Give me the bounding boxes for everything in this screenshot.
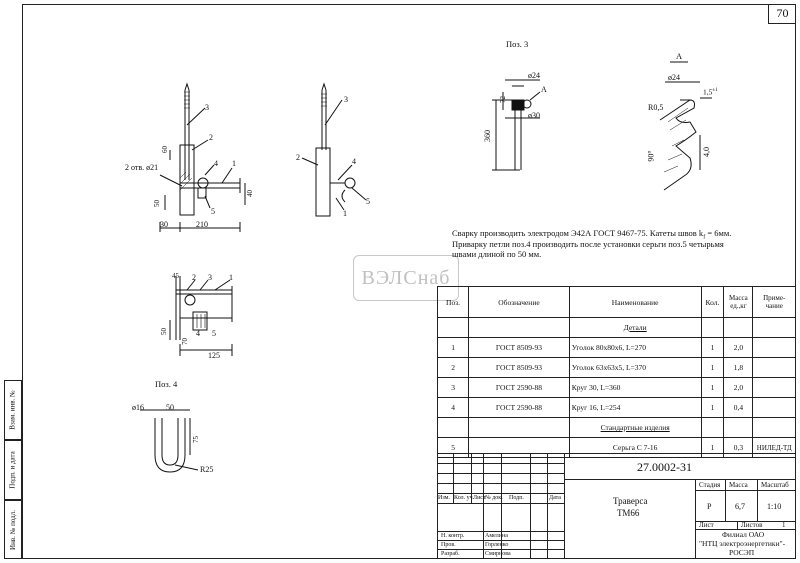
top-d70: 70 (181, 338, 189, 345)
pos4-d16: ø16 (132, 403, 144, 412)
note-line-2: Приварку петли поз.4 производить после у… (452, 239, 724, 249)
top-d45: 45 (172, 272, 179, 280)
stage-value: Р (707, 502, 712, 511)
assembly-label-3: 3 (205, 103, 209, 112)
page-number: 70 (768, 4, 796, 24)
col-izm: Изм. (438, 495, 450, 501)
sheet-label: Лист (699, 521, 714, 529)
doc-name-line2: ТМ66 (617, 508, 640, 518)
assembly-d30: 30 (160, 220, 168, 229)
side-strip: Взам. инв. № Подп. и дата Инв. № подл. (4, 380, 22, 559)
sheets-value: 1 (782, 521, 786, 529)
title-block: 27.0002-31 Траверса ТМ66 Стадия Масса Ма… (437, 453, 796, 559)
spec-header-note: Приме-чание (752, 286, 796, 318)
top-d50: 50 (160, 328, 168, 335)
watermark-logo: ВЭЛСнаб (353, 255, 459, 301)
assembly-label-2: 2 (209, 133, 213, 142)
spec-section-standard: Стандартные изделия (436, 417, 796, 438)
spec-header-mass: Масса ед.,кг (723, 286, 754, 318)
org-line3: РОСЭП (729, 548, 755, 557)
pos3-title: Поз. 3 (506, 39, 529, 49)
pos3-h360: 360 (483, 130, 492, 142)
role-prov: Пров. (441, 542, 456, 548)
side-label-3: 3 (344, 95, 348, 104)
assembly-holes: 2 отв. ø21 (125, 163, 159, 172)
name-razrab: Смирнова (485, 551, 511, 557)
scale-label: Масштаб (761, 481, 789, 489)
doc-name-line1: Траверса (613, 496, 648, 506)
role-razrab: Разраб. (441, 551, 460, 557)
side-inv: Инв. № подл. (4, 500, 22, 559)
spec-section-details: Детали (436, 317, 796, 338)
spec-header-qty: Кол. (700, 286, 725, 318)
org-line1: Филиал ОАО (722, 530, 765, 539)
col-podp: Подп. (509, 495, 524, 501)
detail-a-15: 1,5±1 (703, 87, 718, 97)
detail-a-d24: ø24 (668, 73, 680, 82)
detail-a-40: 4,0 (702, 147, 711, 157)
pos4-title: Поз. 4 (155, 379, 178, 389)
mass-value: 6,7 (735, 502, 745, 511)
name-prov: Горленко (485, 542, 509, 548)
side-vzam: Взам. инв. № (4, 380, 22, 440)
pos3-h72: 72 (499, 96, 507, 103)
role-nkontr: Н. контр. (441, 533, 465, 539)
pos4-r25: R25 (200, 465, 214, 474)
detail-a-title: A (676, 51, 683, 61)
assembly-d60: 60 (161, 146, 169, 153)
doc-number: 27.0002-31 (637, 460, 692, 474)
detail-a-r05: R0,5 (648, 103, 664, 112)
pos3-d24: ø24 (528, 71, 540, 80)
name-nkontr: Амелина (485, 533, 508, 539)
side-label-5: 5 (366, 197, 370, 206)
detail-a-90: 90° (646, 150, 656, 162)
spec-header-row: Поз. Обозначение Наименование Кол. Масса… (436, 286, 796, 318)
note-line-1: Сварку производить электродом Э42А ГОСТ … (452, 228, 732, 241)
side-label-1: 1 (343, 209, 347, 218)
assembly-label-1: 1 (232, 159, 236, 168)
col-kol: Кол. уч. (454, 495, 475, 501)
spec-header-name: Наименование (568, 286, 702, 318)
assembly-label-4: 4 (214, 159, 218, 168)
top-label-1: 1 (229, 273, 233, 282)
top-d125: 125 (208, 351, 220, 360)
scale-value: 1:10 (767, 502, 782, 511)
note-line-3: швами длиной по 50 мм. (452, 249, 542, 259)
org-line2: "НТЦ электроэнергетики"- (699, 539, 786, 548)
stage-label: Стадия (699, 481, 721, 489)
assembly-d40: 40 (246, 190, 254, 197)
col-ndok: № док. (485, 495, 503, 501)
assembly-d210: 210 (196, 220, 208, 229)
specification-table: Поз. Обозначение Наименование Кол. Масса… (436, 286, 796, 458)
mass-label: Масса (729, 481, 748, 489)
top-label-4: 4 (196, 329, 200, 338)
sheets-label: Листов (741, 521, 763, 529)
drawing-frame (22, 4, 796, 559)
col-list: Лист (473, 495, 486, 501)
pos4-h75: 75 (192, 436, 200, 443)
top-label-3: 3 (208, 273, 212, 282)
side-podp: Подп. и дата (4, 440, 22, 500)
pos4-w50: 50 (166, 403, 174, 412)
side-label-4: 4 (352, 157, 356, 166)
assembly-label-5: 5 (211, 207, 215, 216)
pos3-view-a: A (541, 85, 547, 94)
spec-header-designation: Обозначение (468, 286, 570, 318)
top-label-2: 2 (192, 273, 196, 282)
top-label-5: 5 (212, 329, 216, 338)
side-label-2: 2 (296, 153, 300, 162)
assembly-d50: 50 (153, 200, 161, 207)
col-date: Дата (549, 495, 561, 501)
pos3-d30: ø30 (528, 111, 540, 120)
spec-header-pos: Поз. (436, 286, 470, 318)
